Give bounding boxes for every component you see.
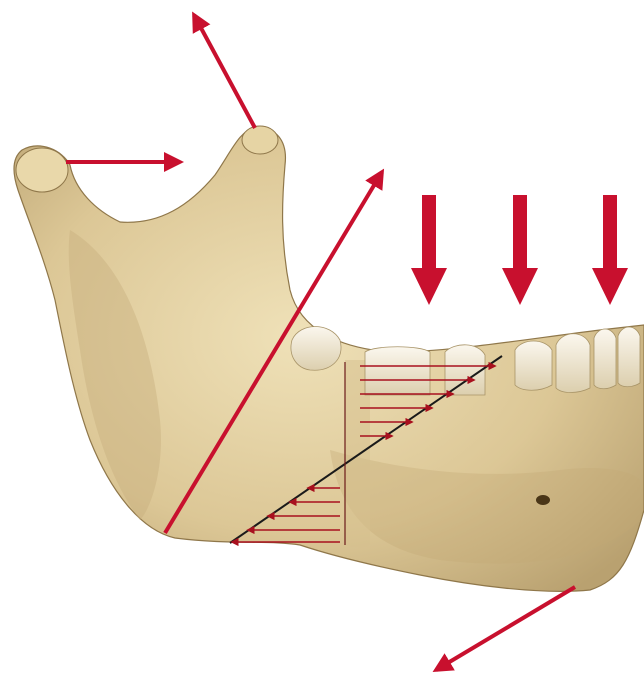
mental-foramen (536, 495, 550, 505)
occlusal-force-arrows (411, 195, 628, 305)
molar-left (291, 327, 341, 371)
down-arrow-icon (502, 195, 538, 305)
force-arrow-icon (194, 15, 255, 128)
condyle (16, 148, 68, 192)
premolar-1 (445, 345, 485, 395)
down-arrow-icon (411, 195, 447, 305)
down-arrow-icon (592, 195, 628, 305)
coronoid-process (242, 126, 278, 154)
premolar-2 (515, 341, 552, 390)
force-arrow-icon (436, 587, 575, 670)
molar-middle (365, 347, 430, 395)
canine (556, 334, 590, 393)
incisor-2 (618, 327, 640, 387)
incisor-1 (594, 329, 616, 389)
